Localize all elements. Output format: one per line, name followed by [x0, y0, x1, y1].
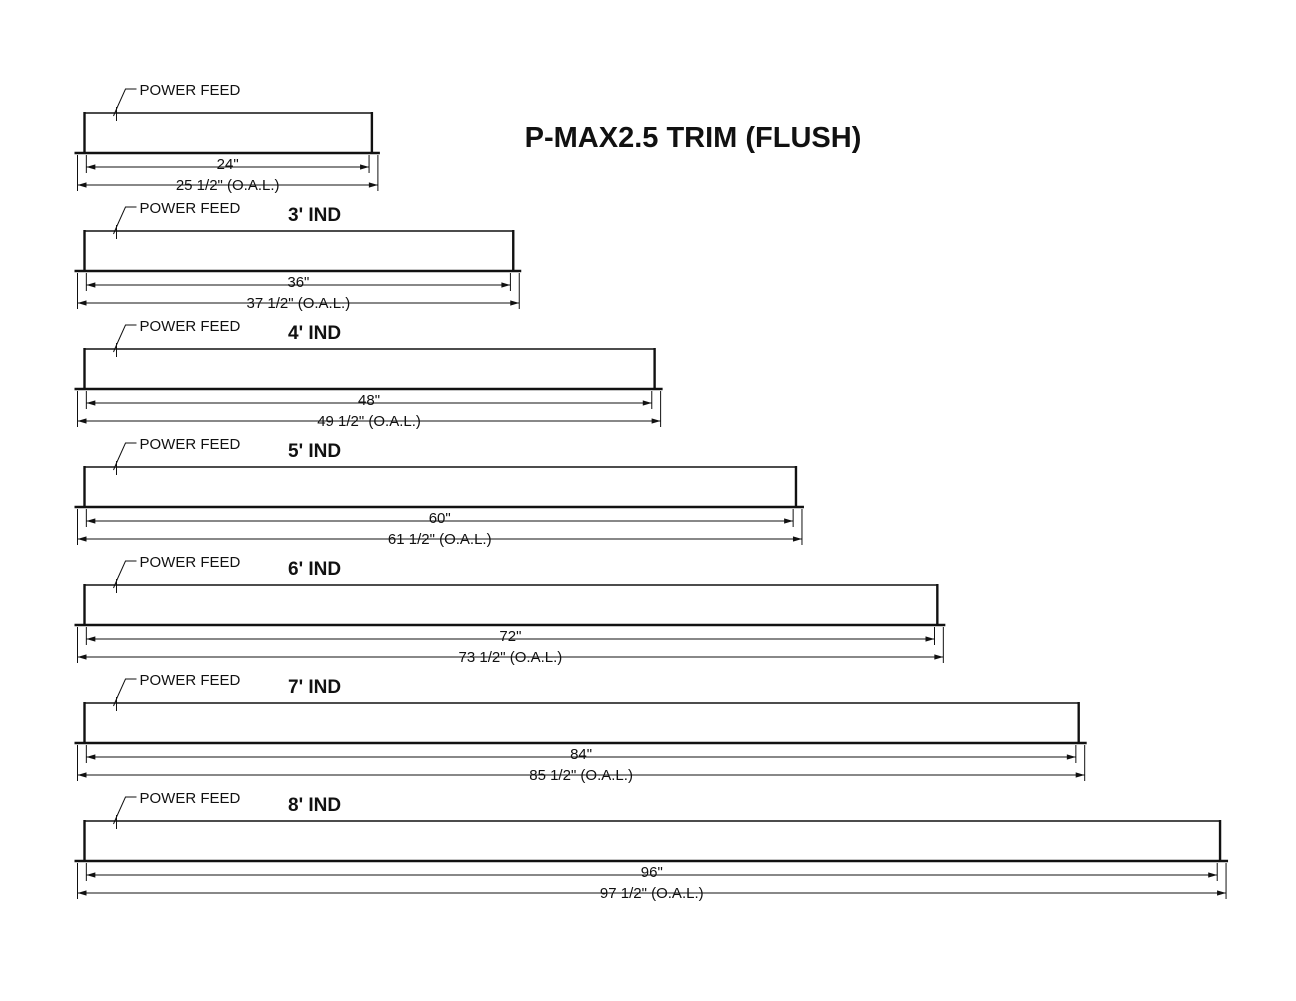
fixture-row: POWER FEED 24" 25 1/2" (O.A.L.) — [74, 82, 380, 194]
length-arrow-left — [86, 282, 96, 288]
length-label: 36" — [287, 274, 309, 291]
length-arrow-right — [925, 636, 935, 642]
fixture-rows: POWER FEED 24" 25 1/2" (O.A.L.) POWER FEED 3… — [74, 82, 1229, 902]
oal-arrow-right — [1217, 890, 1227, 896]
length-arrow-left — [86, 754, 96, 760]
length-label: 48" — [358, 392, 380, 409]
oal-arrow-right — [934, 654, 944, 660]
length-arrow-left — [86, 636, 96, 642]
fixture-row: POWER FEED 5' IND 60" 61 1/2" (O.A.L.) — [74, 436, 804, 548]
ind-label: 5' IND — [288, 441, 341, 462]
length-arrow-left — [86, 518, 96, 524]
oal-label: 73 1/2" (O.A.L.) — [459, 649, 563, 666]
oal-label: 37 1/2" (O.A.L.) — [247, 295, 351, 312]
power-feed-leader — [113, 324, 137, 353]
fixture-row: POWER FEED 3' IND 36" 37 1/2" (O.A.L.) — [74, 200, 522, 312]
length-arrow-left — [86, 164, 96, 170]
oal-arrow-right — [1075, 772, 1085, 778]
oal-arrow-left — [77, 300, 87, 306]
length-label: 96" — [641, 864, 663, 881]
oal-arrow-right — [792, 536, 802, 542]
drawing-title: P-MAX2.5 TRIM (FLUSH) — [525, 122, 862, 154]
length-arrow-right — [501, 282, 511, 288]
oal-arrow-right — [651, 418, 661, 424]
oal-arrow-left — [77, 182, 87, 188]
length-label: 72" — [499, 628, 521, 645]
length-arrow-right — [784, 518, 794, 524]
length-arrow-right — [1208, 872, 1218, 878]
power-feed-label: POWER FEED — [140, 554, 241, 571]
oal-arrow-left — [77, 536, 87, 542]
oal-arrow-left — [77, 418, 87, 424]
power-feed-label: POWER FEED — [140, 200, 241, 217]
oal-arrow-left — [77, 772, 87, 778]
length-arrow-right — [1066, 754, 1076, 760]
length-arrow-right — [360, 164, 370, 170]
ind-label: 8' IND — [288, 795, 341, 816]
power-feed-leader — [113, 88, 137, 117]
ind-label: 4' IND — [288, 323, 341, 344]
fixture-row: POWER FEED 4' IND 48" 49 1/2" (O.A.L.) — [74, 318, 663, 430]
ind-label: 3' IND — [288, 205, 341, 226]
power-feed-label: POWER FEED — [140, 318, 241, 335]
oal-label: 85 1/2" (O.A.L.) — [529, 767, 633, 784]
length-arrow-left — [86, 400, 96, 406]
power-feed-leader — [113, 796, 137, 825]
fixture-row: POWER FEED 8' IND 96" 97 1/2" (O.A.L.) — [74, 790, 1229, 902]
power-feed-label: POWER FEED — [140, 790, 241, 807]
length-label: 60" — [429, 510, 451, 527]
oal-arrow-left — [77, 890, 87, 896]
oal-label: 61 1/2" (O.A.L.) — [388, 531, 492, 548]
power-feed-label: POWER FEED — [140, 82, 241, 99]
power-feed-leader — [113, 678, 137, 707]
power-feed-leader — [113, 560, 137, 589]
power-feed-leader — [113, 206, 137, 235]
fixture-row: POWER FEED 7' IND 84" 85 1/2" (O.A.L.) — [74, 672, 1087, 784]
oal-arrow-right — [510, 300, 520, 306]
length-arrow-right — [642, 400, 652, 406]
oal-arrow-left — [77, 654, 87, 660]
length-arrow-left — [86, 872, 96, 878]
ind-label: 7' IND — [288, 677, 341, 698]
length-label: 84" — [570, 746, 592, 763]
oal-label: 25 1/2" (O.A.L.) — [176, 177, 280, 194]
power-feed-leader — [113, 442, 137, 471]
oal-label: 49 1/2" (O.A.L.) — [317, 413, 421, 430]
oal-arrow-right — [368, 182, 378, 188]
length-label: 24" — [217, 156, 239, 173]
power-feed-label: POWER FEED — [140, 672, 241, 689]
ind-label: 6' IND — [288, 559, 341, 580]
fixture-row: POWER FEED 6' IND 72" 73 1/2" (O.A.L.) — [74, 554, 946, 666]
oal-label: 97 1/2" (O.A.L.) — [600, 885, 704, 902]
power-feed-label: POWER FEED — [140, 436, 241, 453]
